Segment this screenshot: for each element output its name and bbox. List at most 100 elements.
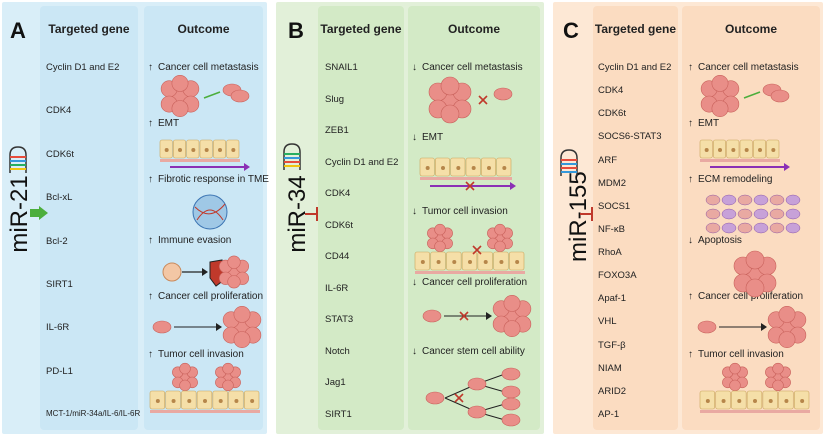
panel-b-outcome-header: Outcome <box>447 22 500 36</box>
outcome-label: ↑Fibrotic response in TME <box>148 174 269 185</box>
targeted-gene: Bcl-xL <box>46 192 73 204</box>
fibrosis-illustration <box>192 194 228 230</box>
outcome-label: ↑ EMT <box>148 118 179 129</box>
outcome-label: ↑ ECM remodeling <box>688 174 772 185</box>
up-arrow-icon: ↑ <box>148 62 153 73</box>
up-arrow-icon: ↑ <box>688 174 693 185</box>
targeted-gene: NIAM <box>598 362 622 374</box>
outcome-text: Cancer cell metastasis <box>422 62 523 73</box>
proliferation-blocked-illustration <box>422 294 532 337</box>
emt-illustration <box>159 139 250 171</box>
outcome-label: ↓ Cancer stem cell ability <box>412 346 525 357</box>
targeted-gene: FOXO3A <box>598 270 637 282</box>
outcome-label: ↑Cancer cell metastasis <box>688 62 799 73</box>
panel-a-gene-header: Targeted gene <box>48 22 130 36</box>
targeted-gene: SIRT1 <box>46 278 73 290</box>
outcome-text: EMT <box>698 118 720 129</box>
targeted-gene: ZEB1 <box>325 125 349 137</box>
targeted-gene: CDK6t <box>46 148 74 160</box>
down-arrow-icon: ↓ <box>412 277 417 288</box>
inhibition-icon <box>305 207 318 221</box>
apoptosis-illustration <box>733 250 777 298</box>
outcome-text: Immune evasion <box>158 235 232 246</box>
panel-b-gene-column <box>318 6 404 430</box>
targeted-gene: ARF <box>598 154 617 166</box>
outcome-text: Cancer cell metastasis <box>158 62 259 73</box>
panel-c-gene-column <box>593 6 678 430</box>
targeted-gene: STAT3 <box>325 314 354 326</box>
outcome-text: EMT <box>158 118 180 129</box>
targeted-gene: SOCS1 <box>598 200 631 212</box>
panel-a-letter: A <box>10 18 26 43</box>
targeted-gene: ARID2 <box>598 385 626 397</box>
outcome-text: Tumor cell invasion <box>422 206 508 217</box>
inhibition-icon <box>580 207 593 221</box>
panel-a-outcome-header: Outcome <box>177 22 230 36</box>
outcome-text: Tumor cell invasion <box>158 349 244 360</box>
targeted-gene: CDK4 <box>46 105 72 117</box>
up-arrow-icon: ↑ <box>688 349 693 360</box>
targeted-gene: Cyclin D1 and E2 <box>598 62 672 73</box>
down-arrow-icon: ↓ <box>412 346 417 357</box>
targeted-gene: SOCS6-STAT3 <box>598 131 662 143</box>
outcome-label: ↑ Immune evasion <box>148 235 231 246</box>
outcome-label: ↓ Cancer cell metastasis <box>412 62 523 73</box>
outcome-label: ↓ EMT <box>412 132 443 143</box>
targeted-gene: AP-1 <box>598 409 620 420</box>
emt-illustration <box>699 139 790 171</box>
down-arrow-icon: ↓ <box>412 132 417 143</box>
outcome-text: Cancer cell proliferation <box>422 277 528 288</box>
outcome-label: ↑ Cancer cell metastasis <box>148 62 259 73</box>
targeted-gene: CDK6t <box>598 108 626 120</box>
outcome-label: ↓ Cancer cell proliferation <box>412 277 527 288</box>
invasion-blocked-illustration <box>414 223 525 274</box>
down-arrow-icon: ↓ <box>688 235 693 246</box>
panel-b-gene-header: Targeted gene <box>320 22 402 36</box>
targeted-gene: Cyclin D1 and E2 <box>46 62 120 73</box>
targeted-gene: PD-L1 <box>46 365 73 377</box>
outcome-label: ↑ Cancer cell proliferation <box>688 291 803 302</box>
panel-a-gene-column <box>40 6 138 430</box>
up-arrow-icon: ↑ <box>688 291 693 302</box>
stem-cell-blocked-illustration <box>425 367 521 427</box>
targeted-gene: SNAIL1 <box>325 62 358 73</box>
outcome-text: Cancer cell proliferation <box>698 291 804 302</box>
outcome-label: ↓ Apoptosis <box>688 235 742 246</box>
targeted-gene: VHL <box>598 316 617 328</box>
outcome-text: Apoptosis <box>698 235 742 246</box>
targeted-gene: CDK4 <box>325 188 351 200</box>
outcome-text: ECM remodeling <box>698 174 773 185</box>
panel-c-outcome-header: Outcome <box>724 22 777 36</box>
targeted-gene: RhoA <box>598 247 622 259</box>
targeted-gene: Slug <box>325 93 345 105</box>
proliferation-illustration <box>152 305 262 348</box>
outcome-label: ↑ EMT <box>688 118 719 129</box>
outcome-text: EMT <box>422 132 444 143</box>
ecm-remodeling-illustration <box>705 194 801 234</box>
targeted-gene: TGF-β <box>598 339 626 351</box>
up-arrow-icon: ↑ <box>148 118 153 129</box>
invasion-illustration <box>149 362 260 413</box>
targeted-gene: SIRT1 <box>325 409 352 420</box>
invasion-illustration <box>699 362 810 413</box>
up-arrow-icon: ↑ <box>148 349 153 360</box>
hairpin-rna-icon <box>283 143 301 170</box>
panel-c-gene-header: Targeted gene <box>594 22 677 36</box>
metastasis-illustration <box>160 74 250 118</box>
up-arrow-icon: ↑ <box>688 118 693 129</box>
hairpin-rna-icon <box>9 146 27 173</box>
targeted-gene: Apaf-1 <box>598 293 626 305</box>
down-arrow-icon: ↓ <box>412 206 417 217</box>
up-arrow-icon: ↑ <box>148 235 153 246</box>
immune-evasion-illustration <box>162 255 249 289</box>
targeted-gene: IL-6R <box>46 322 70 334</box>
metastasis-blocked-illustration <box>428 76 513 124</box>
targeted-gene: Notch <box>325 345 350 357</box>
outcome-label: ↑Cancer cell proliferation <box>148 291 263 302</box>
targeted-gene: Jag1 <box>325 377 346 389</box>
outcome-text: Cancer stem cell ability <box>422 346 525 357</box>
activation-arrow-icon <box>30 206 48 220</box>
down-arrow-icon: ↓ <box>412 62 417 73</box>
targeted-gene: MDM2 <box>598 177 626 189</box>
up-arrow-icon: ↑ <box>688 62 693 73</box>
